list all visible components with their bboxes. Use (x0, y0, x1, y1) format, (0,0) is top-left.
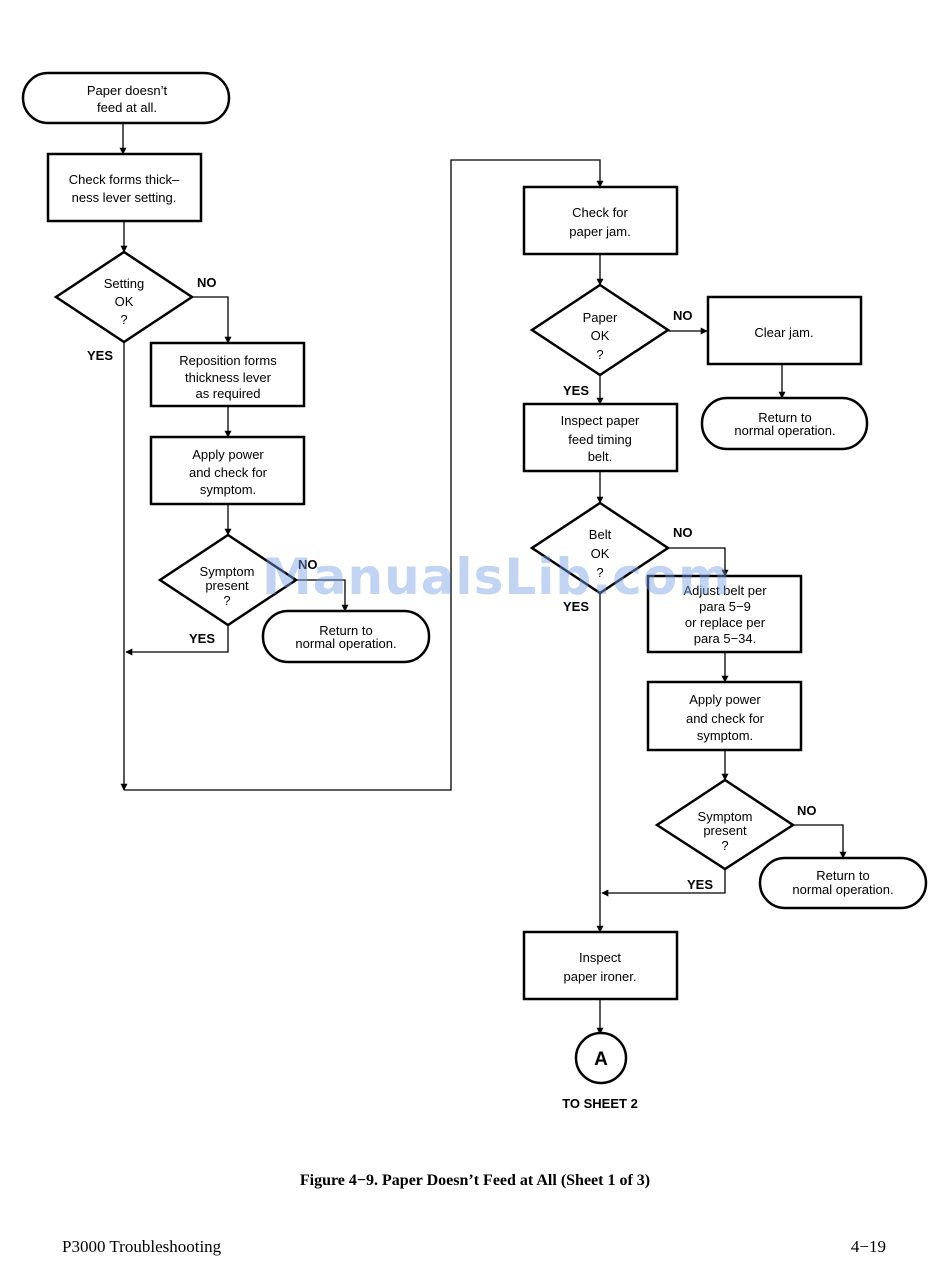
reposition-box (149, 341, 306, 408)
yes-label-setting: YES (87, 348, 113, 363)
adjust-belt-box (646, 574, 803, 654)
setting-ok-decision (53, 250, 195, 344)
page-number: 4−19 (850, 1237, 886, 1256)
symptom-decision-1 (157, 533, 299, 627)
start-terminal (21, 71, 231, 125)
connector-a-circle (574, 1031, 628, 1085)
return-terminal-2 (700, 396, 869, 451)
clear-jam-text: Clear jam. (754, 325, 813, 340)
yes-label-paper: YES (563, 383, 589, 398)
connector-a-label: A (594, 1049, 608, 1070)
yes-label-symptom-1: YES (189, 631, 215, 646)
no-label-paper: NO (673, 308, 693, 323)
return-terminal-1 (261, 609, 431, 664)
watermark: ManualsLib.com (262, 548, 732, 606)
paper-ok-decision (529, 283, 671, 377)
check-forms-box (46, 152, 203, 223)
check-jam-box (522, 185, 679, 256)
yes-label-symptom-2: YES (687, 877, 713, 892)
no-label-symptom-1: NO (298, 557, 318, 572)
inspect-ironer-box (522, 930, 679, 1001)
no-label-belt: NO (673, 525, 693, 540)
to-sheet-label: TO SHEET 2 (562, 1096, 638, 1111)
connector-lines (119, 124, 847, 1035)
yes-label-belt: YES (563, 599, 589, 614)
check-forms-text: Check forms thick–ness lever setting. (69, 172, 180, 205)
inspect-belt-box (522, 402, 679, 473)
apply-power-box-1 (149, 435, 306, 506)
figure-caption: Figure 4−9. Paper Doesn’t Feed at All (S… (299, 1172, 651, 1189)
no-label-setting: NO (197, 275, 217, 290)
symptom-decision-2 (654, 778, 796, 871)
clear-jam-box (706, 295, 863, 366)
no-label-symptom-2: NO (797, 803, 817, 818)
footer-title: P3000 Troubleshooting (62, 1237, 222, 1256)
return-terminal-3 (758, 856, 928, 910)
apply-power-box-2 (646, 680, 803, 752)
belt-ok-decision (529, 501, 671, 595)
